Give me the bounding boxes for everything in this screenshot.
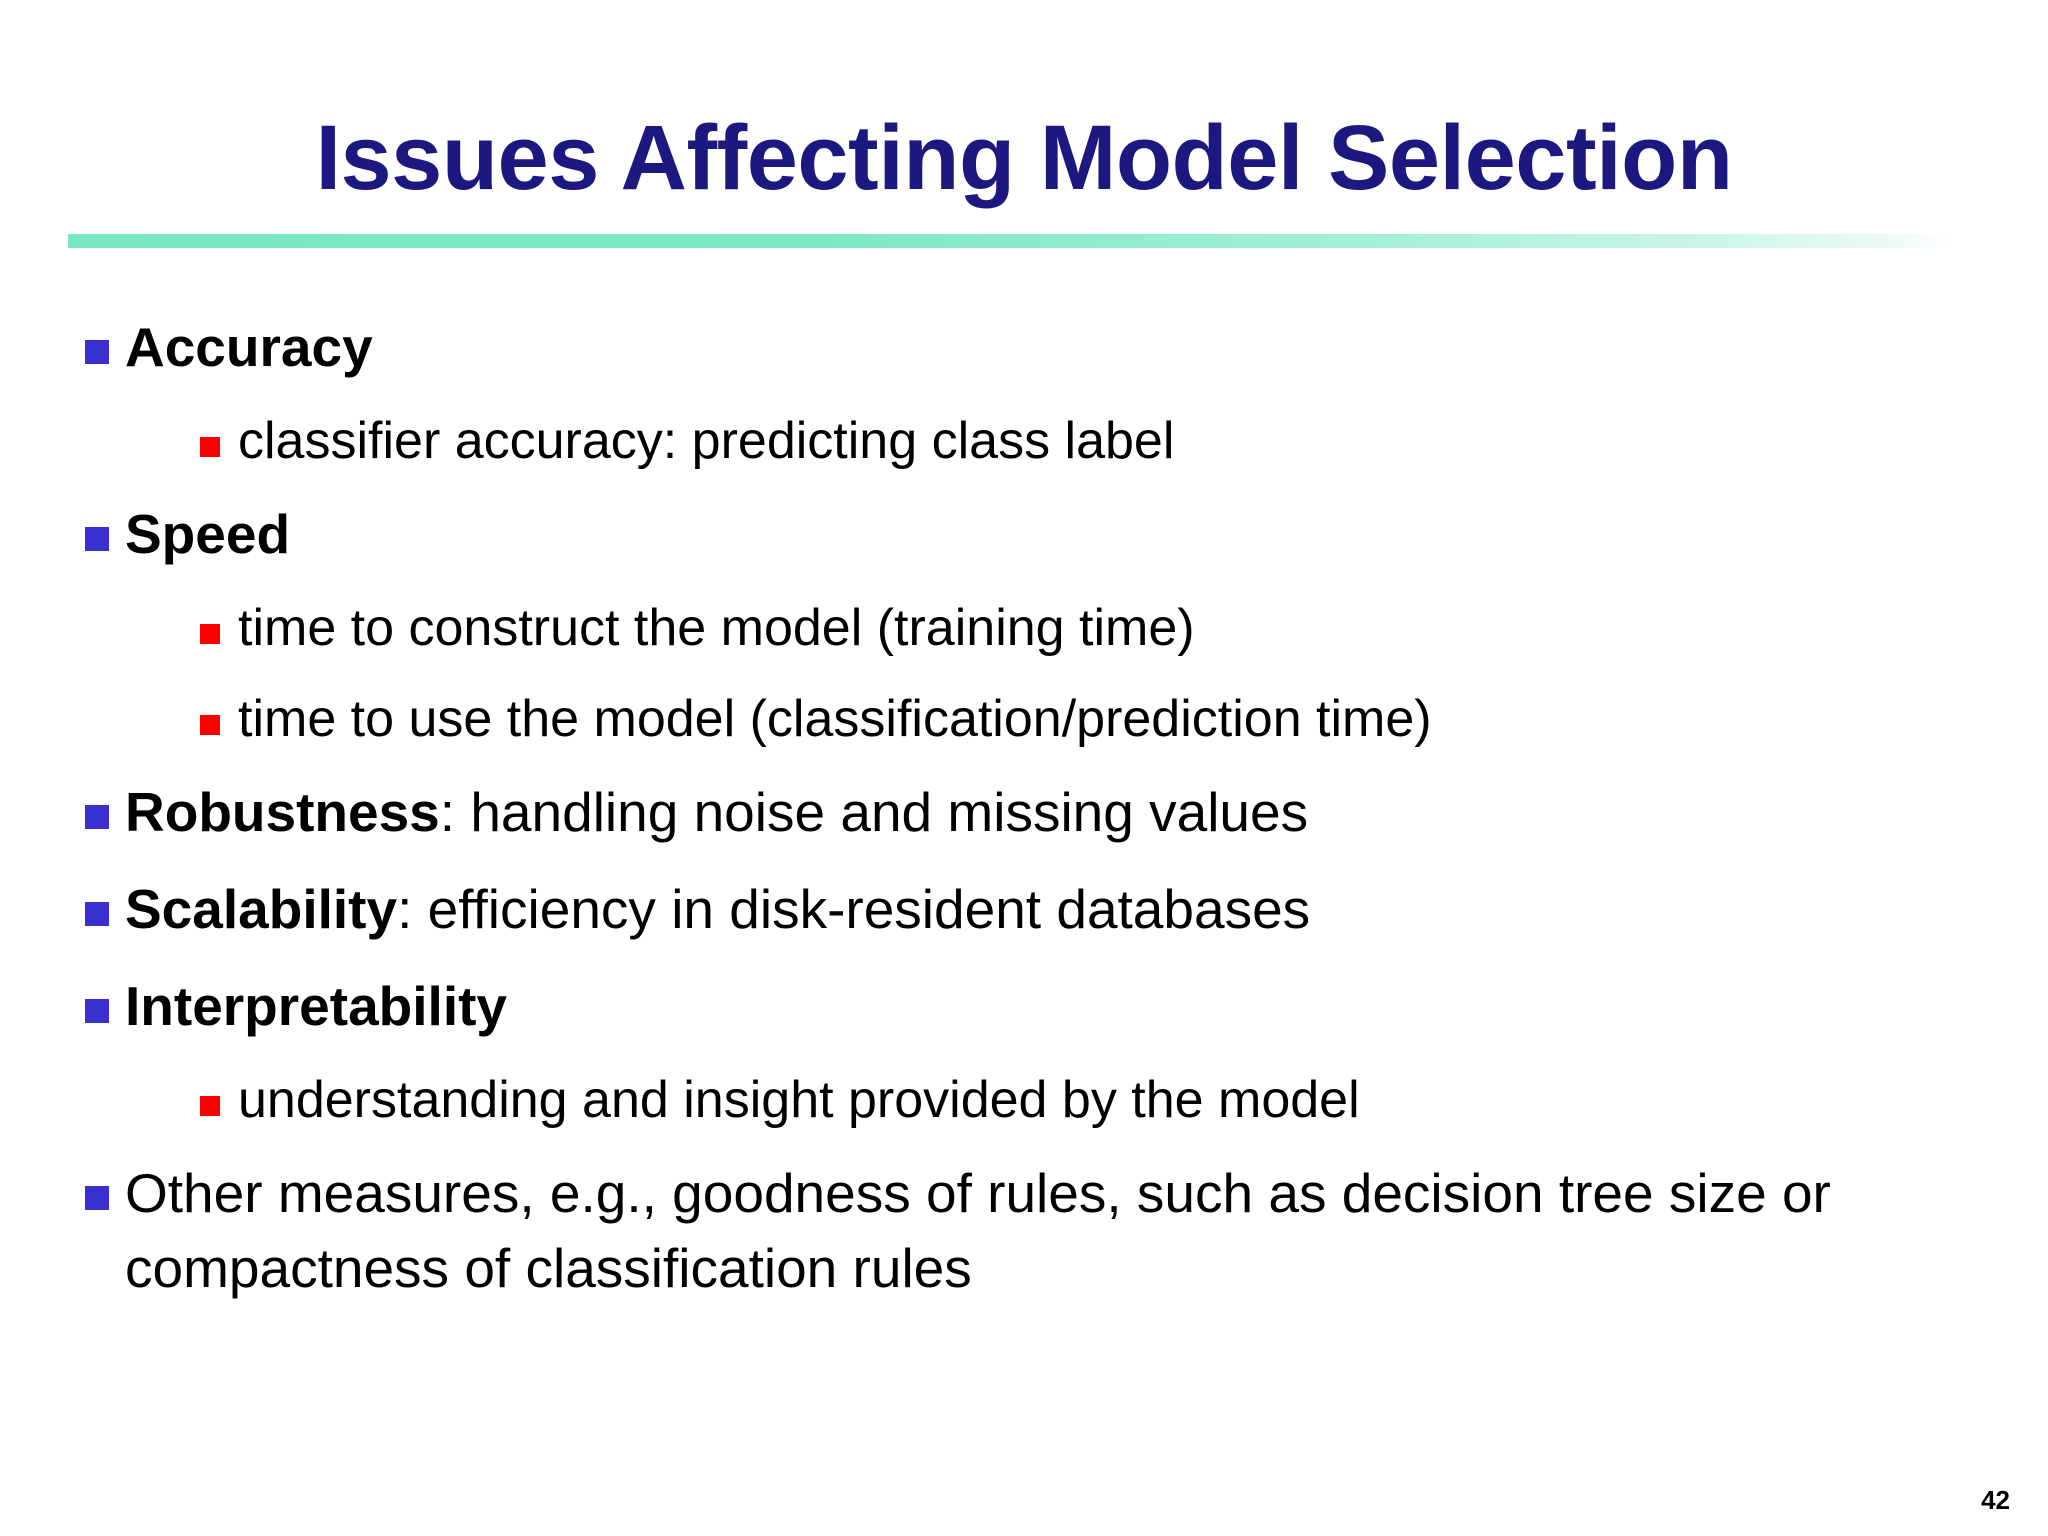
title-divider	[68, 234, 1952, 248]
bullet-item-level1: Other measures, e.g., goodness of rules,…	[0, 1156, 2048, 1306]
bullet-text: Scalability: efficiency in disk-resident…	[125, 872, 1310, 947]
blue-square-bullet-icon	[85, 805, 109, 830]
bullet-item-level1: Accuracy	[0, 310, 2048, 385]
blue-square-bullet-icon	[85, 999, 109, 1024]
bullet-description: : efficiency in disk-resident databases	[397, 878, 1311, 941]
bullet-item-level1: Interpretability	[0, 969, 2048, 1044]
bullet-text: Interpretability	[125, 975, 508, 1038]
bullet-term: Robustness	[125, 781, 440, 844]
bullet-item-level1: Scalability: efficiency in disk-resident…	[0, 872, 2048, 947]
red-square-bullet-icon	[200, 624, 220, 645]
bullet-text: Robustness: handling noise and missing v…	[125, 775, 1308, 850]
bullet-description: : handling noise and missing values	[439, 781, 1309, 844]
bullet-text: Other measures, e.g., goodness of rules,…	[125, 1162, 1831, 1300]
red-square-bullet-icon	[200, 714, 220, 735]
red-square-bullet-icon	[200, 1095, 220, 1116]
bullet-item-level2: time to use the model (classification/pr…	[0, 685, 2048, 754]
bullet-item-level2: understanding and insight provided by th…	[0, 1066, 2048, 1135]
blue-square-bullet-icon	[85, 527, 109, 552]
bullet-item-level1: Speed	[0, 497, 2048, 572]
bullet-text: time to use the model (classification/pr…	[238, 689, 1432, 748]
page-number: 42	[1981, 1485, 2010, 1515]
bullet-text: Accuracy	[125, 316, 373, 378]
bullet-text: Speed	[125, 503, 291, 566]
page-title: Issues Affecting Model Selection	[315, 106, 1733, 209]
bullet-term: Scalability	[125, 878, 398, 941]
bullet-item-level2: classifier accuracy: predicting class la…	[0, 407, 2048, 476]
bullet-text: time to construct the model (training ti…	[238, 599, 1195, 658]
blue-square-bullet-icon	[85, 1186, 109, 1211]
bullet-text: classifier accuracy: predicting class la…	[238, 411, 1175, 470]
title-block: Issues Affecting Model Selection	[0, 48, 2048, 268]
blue-square-bullet-icon	[85, 340, 109, 364]
bullet-item-level1: Robustness: handling noise and missing v…	[0, 775, 2048, 850]
bullet-item-level2: time to construct the model (training ti…	[0, 594, 2048, 663]
bullet-text: understanding and insight provided by th…	[238, 1070, 1360, 1129]
bullet-list: Accuracy classifier accuracy: predicting …	[0, 310, 2048, 1328]
red-square-bullet-icon	[200, 436, 220, 457]
blue-square-bullet-icon	[85, 902, 109, 927]
